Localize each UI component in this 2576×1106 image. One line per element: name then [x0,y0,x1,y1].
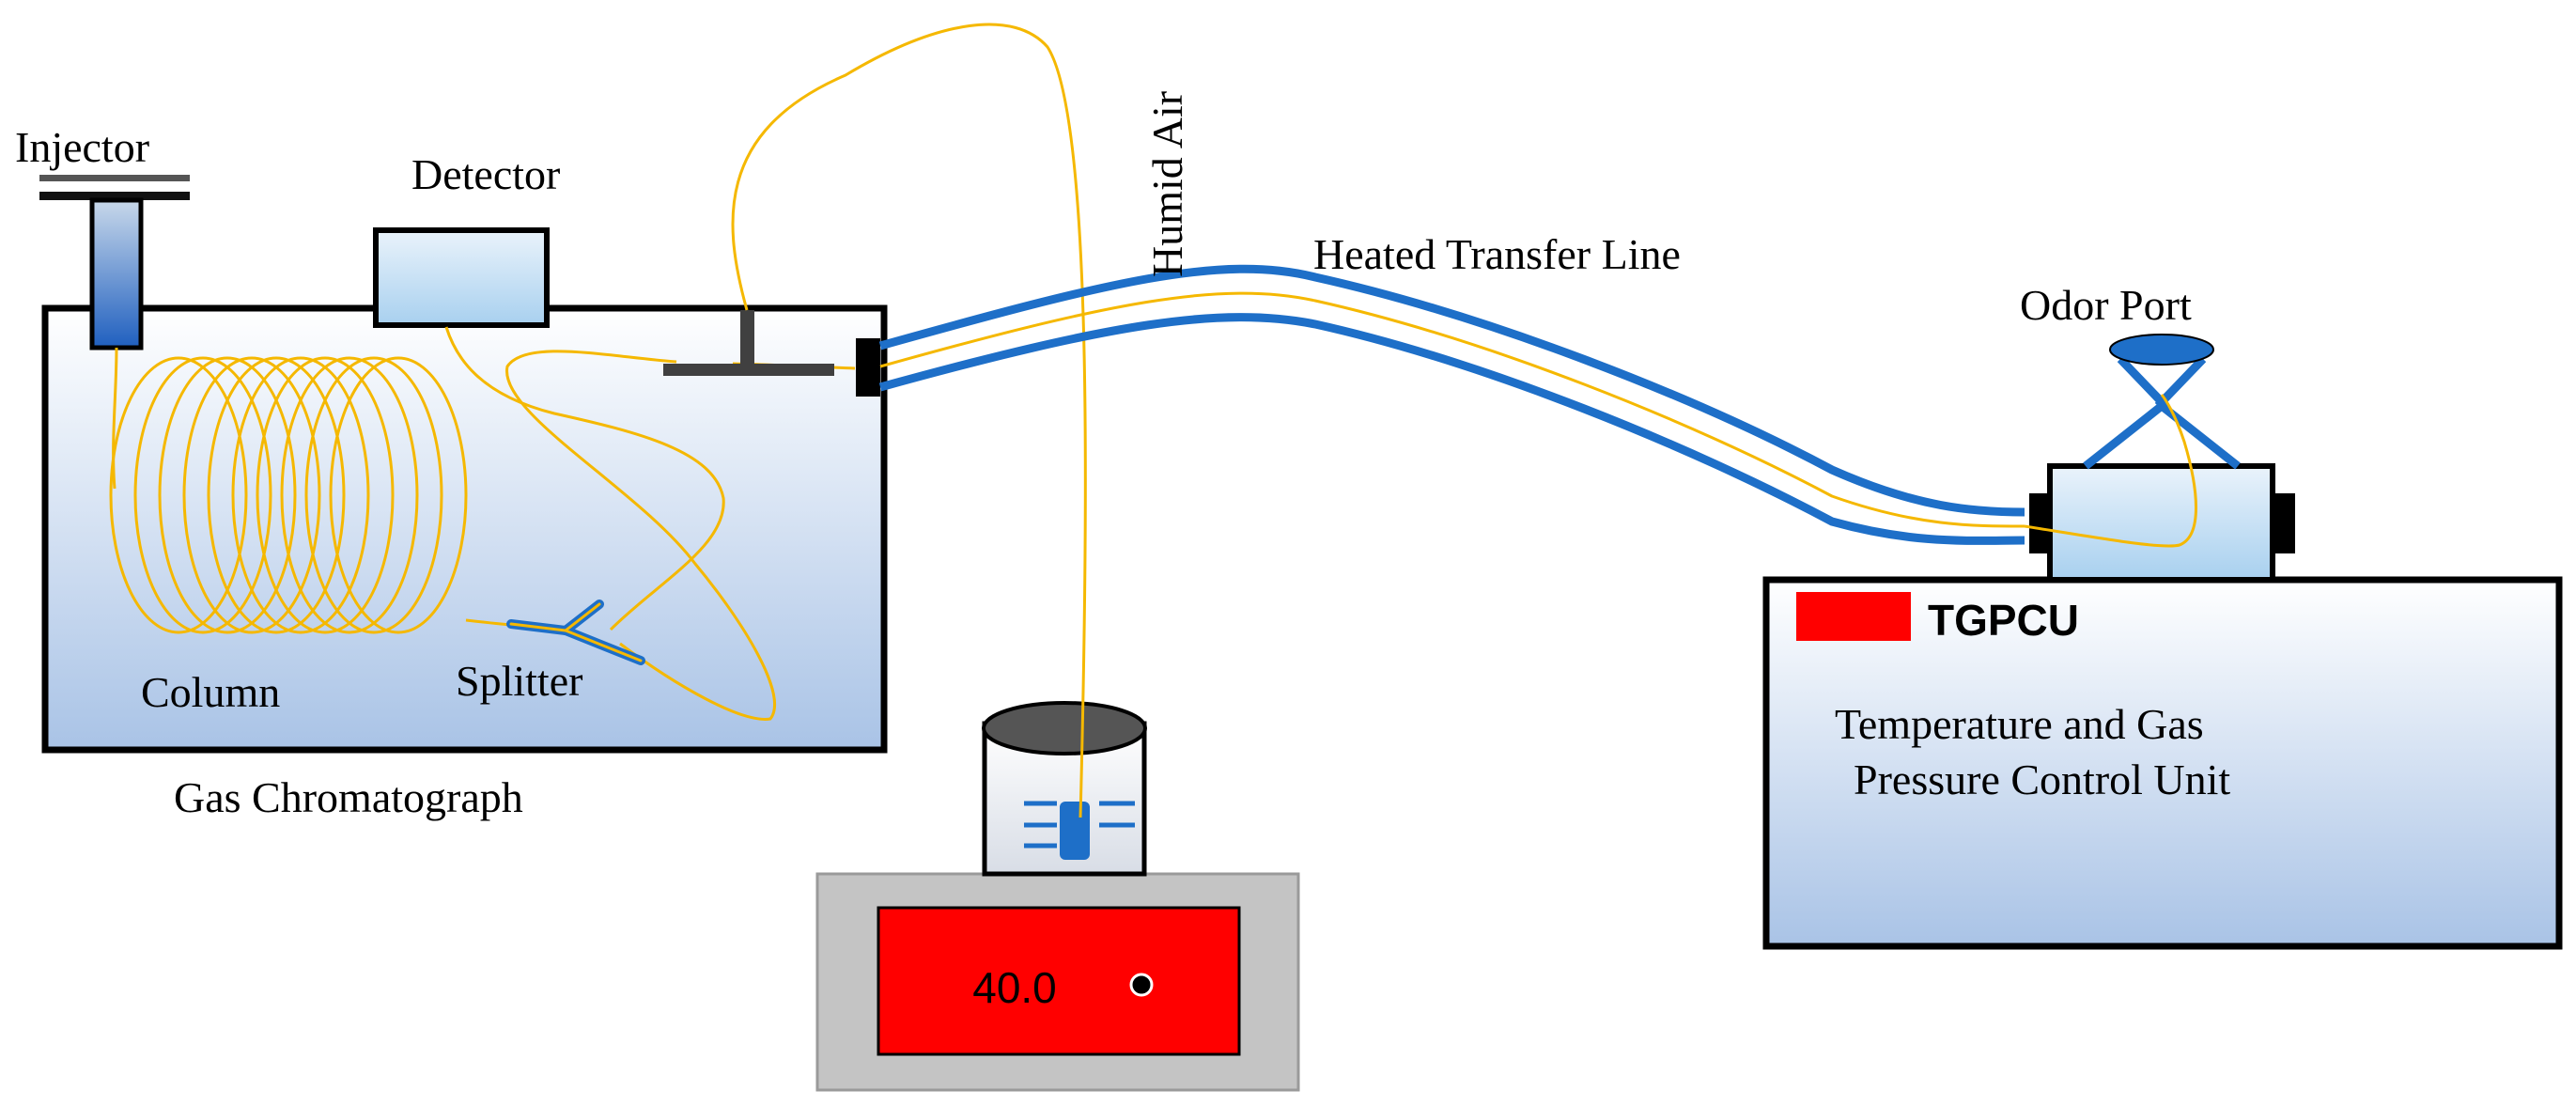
t-fitting [663,310,834,376]
heater-display-value: 40.0 [972,963,1057,1012]
tgpcu-description-line1: Temperature and Gas [1835,700,2204,748]
gas-chromatograph [39,175,888,754]
label-gas-chromatograph: Gas Chromatograph [174,773,523,821]
label-heated-transfer-line: Heated Transfer Line [1313,230,1681,278]
label-splitter: Splitter [456,657,582,705]
gc-outlet-port [856,338,880,397]
odor-port-nosecone [2109,334,2214,366]
odor-port-fiber [2024,394,2197,548]
beaker-graduations [1024,801,1135,849]
heated-transfer-line [878,264,2025,545]
odor-port-housing [2047,463,2275,583]
label-injector: Injector [15,123,149,171]
immersion-tube [1060,802,1090,860]
tgpcu-unit: TGPCU Temperature and Gas Pressure Contr… [1762,334,2563,950]
heater-display-panel [877,906,1241,1056]
splitter [506,600,645,665]
tgpcu-indicator [1796,592,1911,641]
label-odor-port: Odor Port [2020,281,2192,329]
label-detector: Detector [411,150,560,198]
odor-port-inlet [2029,493,2052,553]
tgpcu-description-line2: Pressure Control Unit [1854,756,2230,803]
injector-barrel [89,197,144,350]
odor-port-cone [2083,355,2241,470]
column-coil [109,356,468,634]
beaker-lid [982,701,1147,756]
heater-indicator-dot [1129,973,1154,997]
tgpcu-label: TGPCU [1928,596,2079,645]
odor-port-side-block [2273,493,2295,553]
detector [373,227,550,328]
label-humid-air: Humid Air [1143,91,1191,277]
humidifier: 40.0 [815,701,1300,1092]
label-column: Column [141,668,280,716]
injector [39,175,190,350]
humid-air-line [731,23,1087,818]
